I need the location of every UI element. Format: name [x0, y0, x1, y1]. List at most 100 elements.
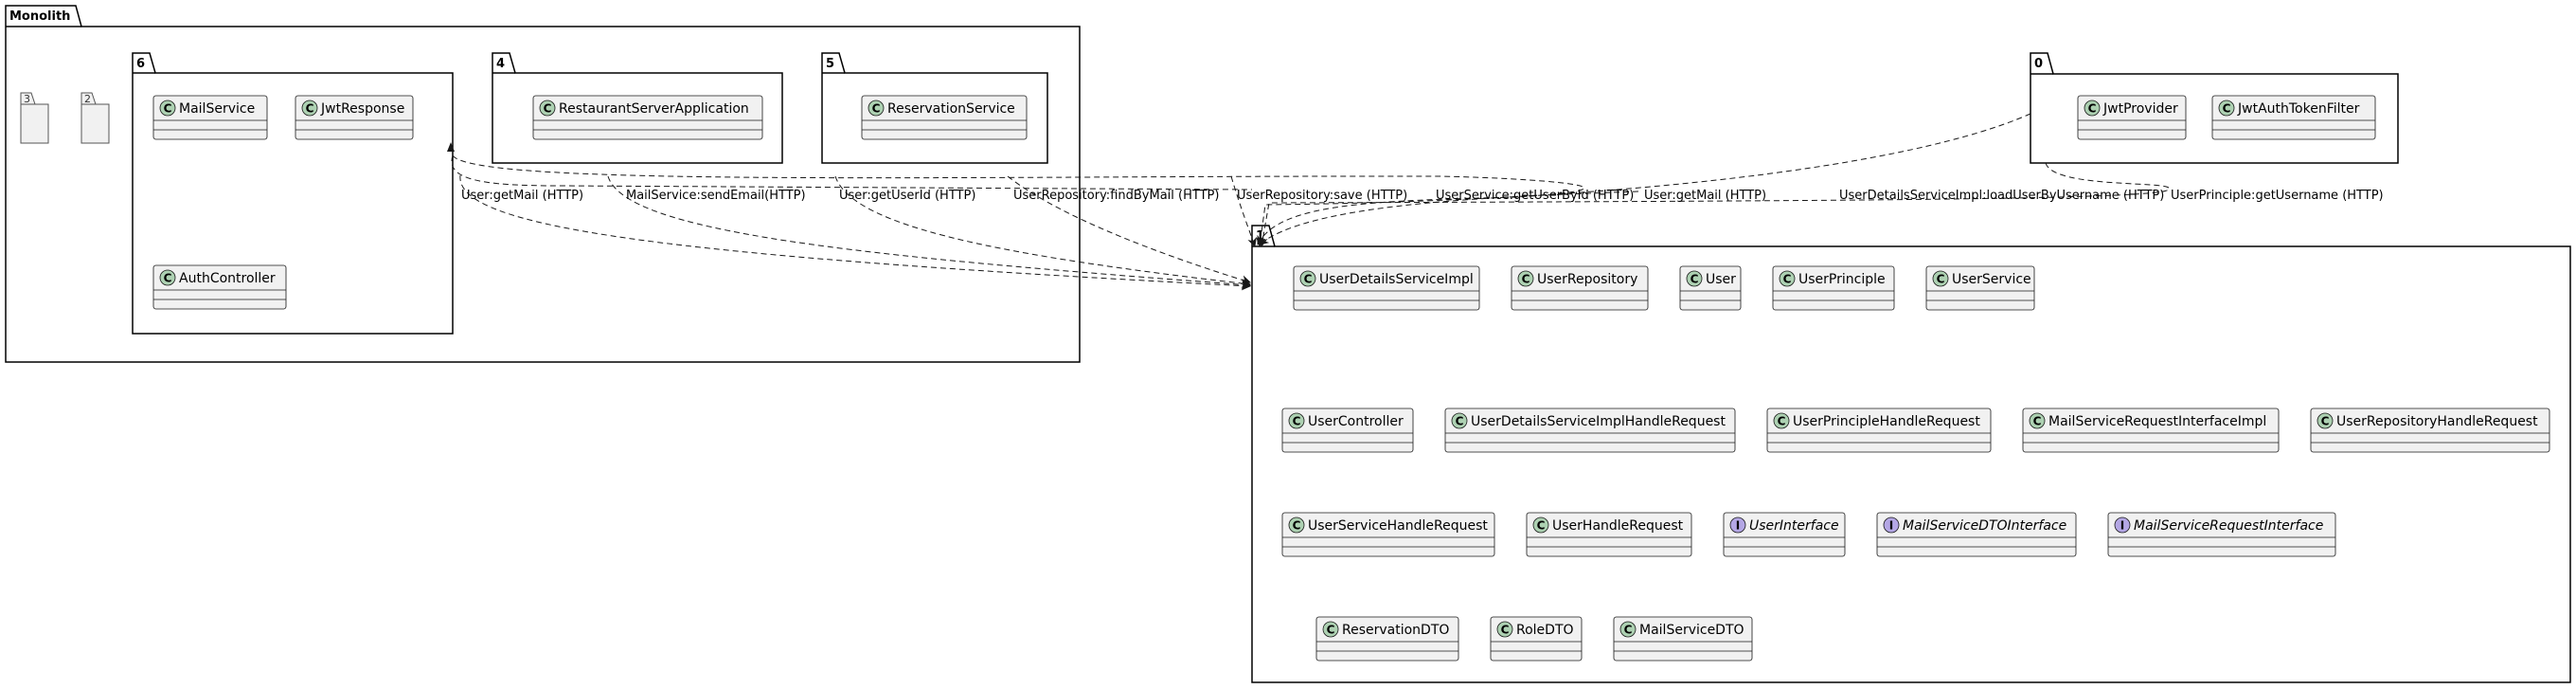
edge-user-repository-find-by-mail [1007, 175, 1251, 285]
class-name: UserPrincipleHandleRequest [1793, 414, 1980, 429]
edge-mail-service-send-email [607, 175, 1251, 290]
class-user-principle: C UserPrinciple [1772, 265, 1895, 311]
class-mail-service-request-interface-impl: C MailServiceRequestInterfaceImpl [2022, 408, 2280, 453]
class-name: JwtProvider [2102, 101, 2178, 117]
edge-label: UserDetailsServiceImpl:loadUserByUsernam… [1839, 189, 2164, 203]
svg-text:C: C [872, 102, 881, 116]
package-4-title: 4 [496, 57, 505, 71]
package-monolith-title: Monolith [9, 9, 70, 24]
class-name: UserDetailsServiceImplHandleRequest [1471, 414, 1726, 429]
edge-label: MailService:sendEmail(HTTP) [626, 189, 806, 203]
class-jwt-provider: C JwtProvider [2077, 95, 2187, 140]
svg-text:C: C [2088, 102, 2097, 116]
svg-text:C: C [1690, 273, 1699, 286]
interface-mail-service-dto-interface: I MailServiceDTOInterface [1876, 512, 2077, 557]
package-6-title: 6 [136, 57, 145, 71]
class-user-details-service-impl-handle-request: C UserDetailsServiceImplHandleRequest [1444, 408, 1736, 453]
svg-text:C: C [1501, 624, 1510, 637]
class-name: MailService [179, 101, 255, 117]
class-jwt-response: C JwtResponse [295, 95, 414, 140]
arrow-into-package-6 [447, 142, 455, 152]
class-reservation-service: C ReservationService [861, 95, 1028, 140]
svg-text:C: C [2223, 102, 2231, 116]
package-2-title: 2 [84, 93, 91, 105]
edge-user-get-user-id [834, 175, 1251, 288]
class-name: UserPrinciple [1798, 272, 1886, 287]
package-3-title: 3 [24, 93, 30, 105]
package-4: 4 [492, 52, 783, 164]
interface-user-interface: I UserInterface [1723, 512, 1846, 557]
class-auth-controller: C AuthController [152, 264, 287, 310]
svg-text:C: C [1537, 519, 1546, 533]
class-user-handle-request: C UserHandleRequest [1526, 512, 1692, 557]
svg-text:C: C [1327, 624, 1335, 637]
interface-name: MailServiceDTOInterface [1903, 518, 2066, 534]
class-mail-service: C MailService [152, 95, 268, 140]
package-2: 2 [80, 92, 110, 144]
svg-text:C: C [1624, 624, 1633, 637]
class-name: RoleDTO [1516, 623, 1574, 638]
package-5: 5 [821, 52, 1048, 164]
class-name: User [1706, 272, 1736, 287]
svg-text:C: C [1522, 273, 1530, 286]
edge-user-getmail-2 [1259, 190, 1639, 245]
edge-user-repository-save [1230, 175, 1257, 247]
package-0-title: 0 [2034, 57, 2043, 71]
class-user-repository-handle-request: C UserRepositoryHandleRequest [2310, 408, 2550, 453]
svg-text:C: C [1783, 273, 1792, 286]
class-name: UserHandleRequest [1552, 518, 1684, 534]
svg-text:C: C [2033, 415, 2042, 428]
class-name: UserRepository [1537, 272, 1637, 287]
class-mail-service-dto: C MailServiceDTO [1613, 616, 1753, 662]
class-name: UserService [1952, 272, 2031, 287]
class-name: JwtResponse [320, 101, 404, 117]
class-name: RestaurantServerApplication [559, 101, 749, 117]
dependency-edges [451, 113, 2170, 291]
class-name: ReservationDTO [1342, 623, 1449, 638]
class-role-dto: C RoleDTO [1490, 616, 1583, 662]
edge-auth-to-user-controller [451, 154, 1253, 190]
svg-text:C: C [1304, 273, 1313, 286]
package-3: 3 [20, 92, 49, 144]
class-name: UserRepositoryHandleRequest [2336, 414, 2538, 429]
edge-label: User:getUserId (HTTP) [839, 189, 975, 203]
class-user-details-service-impl: C UserDetailsServiceImpl [1293, 265, 1480, 311]
class-name: UserDetailsServiceImpl [1319, 272, 1474, 287]
class-name: MailServiceDTO [1639, 623, 1744, 638]
edge-label: UserService:getUserById (HTTP) [1436, 189, 1634, 203]
svg-text:C: C [544, 102, 552, 116]
svg-text:C: C [1456, 415, 1464, 428]
svg-text:C: C [1293, 519, 1301, 533]
class-name: UserServiceHandleRequest [1308, 518, 1488, 534]
edge-user-principle-get-username [1258, 162, 2170, 247]
class-name: UserController [1308, 414, 1404, 429]
svg-text:C: C [1778, 415, 1786, 428]
edge-user-getmail-1 [459, 174, 1251, 291]
svg-text:C: C [164, 102, 172, 116]
class-user-controller: C UserController [1281, 408, 1414, 453]
class-user-principle-handle-request: C UserPrincipleHandleRequest [1766, 408, 1992, 453]
class-name: MailServiceRequestInterfaceImpl [2048, 414, 2266, 429]
class-user-service-handle-request: C UserServiceHandleRequest [1281, 512, 1495, 557]
class-jwt-auth-token-filter: C JwtAuthTokenFilter [2211, 95, 2376, 140]
svg-text:C: C [164, 272, 172, 285]
svg-text:I: I [1736, 519, 1740, 533]
class-name: ReservationService [887, 101, 1015, 117]
edge-label: User:getMail (HTTP) [1644, 189, 1766, 203]
edge-label: UserRepository:save (HTTP) [1237, 189, 1407, 203]
interface-name: UserInterface [1749, 518, 1839, 534]
svg-text:I: I [1889, 519, 1893, 533]
svg-text:C: C [1937, 273, 1945, 286]
package-0: 0 [2030, 52, 2399, 164]
class-name: AuthController [179, 271, 276, 286]
class-user-service: C UserService [1925, 265, 2035, 311]
svg-text:C: C [1293, 415, 1301, 428]
edge-user-details-service-load-user-by-username [1256, 113, 2031, 247]
class-reservation-dto: C ReservationDTO [1315, 616, 1459, 662]
edge-label: UserRepository:findByMail (HTTP) [1013, 189, 1219, 203]
svg-text:C: C [306, 102, 314, 116]
class-name: JwtAuthTokenFilter [2237, 101, 2360, 117]
edge-label: UserPrinciple:getUsername (HTTP) [2171, 189, 2384, 203]
class-user: C User [1679, 265, 1742, 311]
